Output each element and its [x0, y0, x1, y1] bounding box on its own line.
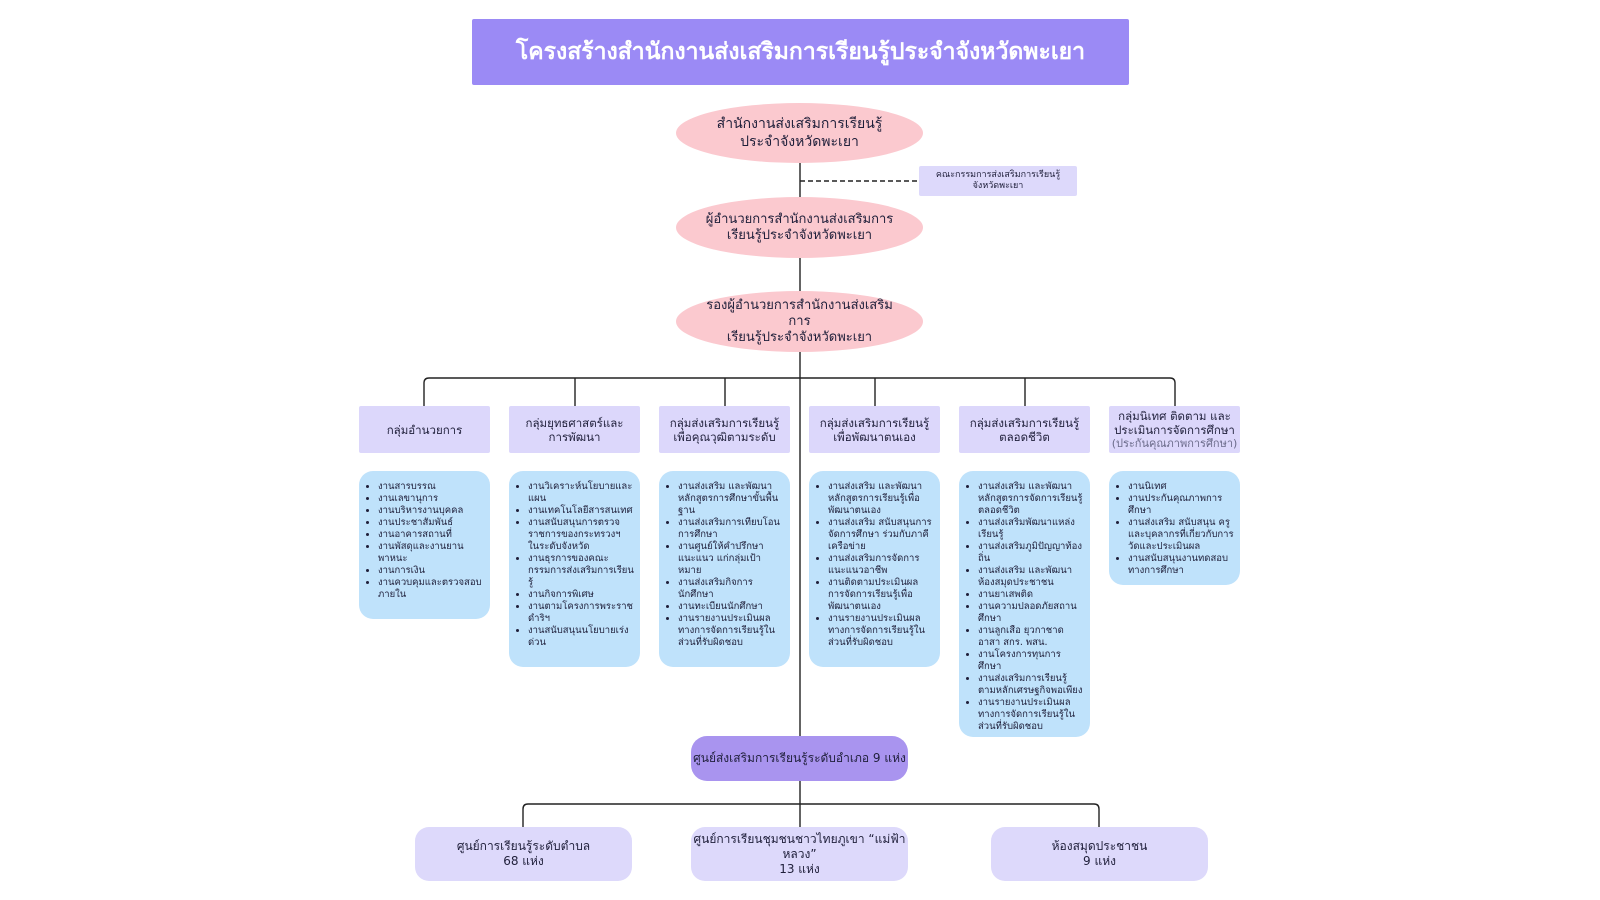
- task-item: งานส่งเสริมการเทียบโอนการศึกษา: [678, 517, 784, 541]
- task-item: งานวิเคราะห์นโยบายและแผน: [528, 481, 634, 505]
- group-header-qualification: กลุ่มส่งเสริมการเรียนรู้ เพื่อคุณวุฒิตาม…: [659, 406, 790, 453]
- task-item: งานสนับสนุนงานทดสอบทางการศึกษา: [1128, 553, 1234, 577]
- task-item: งานส่งเสริมพัฒนาแหล่งเรียนรู้: [978, 517, 1084, 541]
- task-item: งานส่งเสริมการเรียนรู้ตามหลักเศรษฐกิจพอเ…: [978, 673, 1084, 697]
- task-item: งานเทคโนโลยีสารสนเทศ: [528, 505, 634, 517]
- task-item: งานนิเทศ: [1128, 481, 1234, 493]
- task-item: งานทะเบียนนักศึกษา: [678, 601, 784, 613]
- task-item: งานโครงการทุนการศึกษา: [978, 649, 1084, 673]
- node-subdistrict-centers: ศูนย์การเรียนรู้ระดับตำบล 68 แห่ง: [415, 827, 632, 881]
- page-title: โครงสร้างสำนักงานส่งเสริมการเรียนรู้ประจ…: [472, 19, 1129, 85]
- task-item: งานสนับสนุนการตรวจราชการของกระทรวงฯ ในระ…: [528, 517, 634, 553]
- group-subtitle: (ประกันคุณภาพการศึกษา): [1111, 436, 1238, 450]
- task-item: งานติดตามประเมินผล การจัดการเรียนรู้เพื่…: [828, 577, 934, 613]
- task-item: งานความปลอดภัยสถานศึกษา: [978, 601, 1084, 625]
- task-item: งานพัสดุและงานยานพาหนะ: [378, 541, 484, 565]
- task-card-qualification: งานส่งเสริม และพัฒนาหลักสูตรการศึกษาขั้น…: [659, 471, 790, 667]
- node-public-libraries: ห้องสมุดประชาชน 9 แห่ง: [991, 827, 1208, 881]
- group-header-strategy: กลุ่มยุทธศาสตร์และ การพัฒนา: [509, 406, 640, 453]
- task-item: งานลูกเสือ ยุวกาชาด อาสา สกร. พสน.: [978, 625, 1084, 649]
- group-header-lifelong: กลุ่มส่งเสริมการเรียนรู้ ตลอดชีวิต: [959, 406, 1090, 453]
- node-hilltribe-centers: ศูนย์การเรียนชุมชนชาวไทยภูเขา “แม่ฟ้าหลว…: [691, 827, 908, 881]
- task-item: งานส่งเสริม และพัฒนาหลักสูตรการศึกษาขั้น…: [678, 481, 784, 517]
- task-item: งานประชาสัมพันธ์: [378, 517, 484, 529]
- task-item: งานตามโครงการพระราชดำริฯ: [528, 601, 634, 625]
- node-director: ผู้อำนวยการสำนักงานส่งเสริมการ เรียนรู้ป…: [676, 197, 923, 258]
- group-header-self-development: กลุ่มส่งเสริมการเรียนรู้ เพื่อพัฒนาตนเอง: [809, 406, 940, 453]
- group-header-supervision: กลุ่มนิเทศ ติดตาม และ ประเมินการจัดการศึ…: [1109, 406, 1240, 453]
- node-count: 68 แห่ง: [503, 854, 544, 868]
- task-item: งานยาเสพติด: [978, 589, 1084, 601]
- node-label: ศูนย์การเรียนรู้ระดับตำบล: [456, 839, 591, 853]
- group-name: กลุ่มส่งเสริมการเรียนรู้ ตลอดชีวิต: [969, 415, 1080, 444]
- task-item: งานอาคารสถานที่: [378, 529, 484, 541]
- task-item: งานประกันคุณภาพการศึกษา: [1128, 493, 1234, 517]
- task-item: งานการเงิน: [378, 565, 484, 577]
- task-item: งานเลขานุการ: [378, 493, 484, 505]
- node-label: ศูนย์การเรียนชุมชนชาวไทยภูเขา “แม่ฟ้าหลว…: [693, 831, 906, 861]
- task-item: งานส่งเสริมการจัดการแนะแนวอาชีพ: [828, 553, 934, 577]
- task-item: งานรายงานประเมินผลทางการจัดการเรียนรู้ใน…: [978, 697, 1084, 733]
- task-item: งานธุรการของคณะกรรมการส่งเสริมการเรียนรู…: [528, 553, 634, 589]
- task-item: งานกิจการพิเศษ: [528, 589, 634, 601]
- task-card-lifelong: งานส่งเสริม และพัฒนาหลักสูตรการจัดการเรี…: [959, 471, 1090, 737]
- task-item: งานส่งเสริม สนับสนุน ครู และบุคลากรที่เก…: [1128, 517, 1234, 553]
- task-card-administration: งานสารบรรณ งานเลขานุการ งานบริหารงานบุคค…: [359, 471, 490, 619]
- group-name: กลุ่มส่งเสริมการเรียนรู้ เพื่อพัฒนาตนเอง: [819, 415, 930, 444]
- connector-group-bus: [423, 377, 1176, 406]
- node-count: 13 แห่ง: [779, 861, 820, 876]
- task-list: งานส่งเสริม และพัฒนาหลักสูตรการศึกษาขั้น…: [667, 481, 784, 649]
- node-count: 9 แห่ง: [1083, 854, 1116, 868]
- group-name: กลุ่มนิเทศ ติดตาม และ ประเมินการจัดการศึ…: [1114, 408, 1235, 437]
- task-item: งานรายงานประเมินผลทางการจัดการเรียนรู้ใน…: [828, 613, 934, 649]
- task-item: งานบริหารงานบุคคล: [378, 505, 484, 517]
- task-card-supervision: งานนิเทศ งานประกันคุณภาพการศึกษา งานส่งเ…: [1109, 471, 1240, 585]
- group-name: กลุ่มยุทธศาสตร์และ การพัฒนา: [525, 415, 624, 444]
- node-committee: คณะกรรมการส่งเสริมการเรียนรู้ จังหวัดพะเ…: [919, 166, 1077, 196]
- node-label: ห้องสมุดประชาชน: [1051, 839, 1148, 853]
- task-list: งานสารบรรณ งานเลขานุการ งานบริหารงานบุคค…: [367, 481, 484, 601]
- group-name: กลุ่มส่งเสริมการเรียนรู้ เพื่อคุณวุฒิตาม…: [669, 415, 780, 444]
- task-item: งานศูนย์ให้คำปรึกษาแนะแนว แก่กลุ่มเป้าหม…: [678, 541, 784, 577]
- task-item: งานส่งเสริม และพัฒนาหลักสูตรการจัดการเรี…: [978, 481, 1084, 517]
- connector-bottom-bus: [522, 803, 1100, 827]
- task-card-strategy: งานวิเคราะห์นโยบายและแผน งานเทคโนโลยีสาร…: [509, 471, 640, 667]
- task-list: งานวิเคราะห์นโยบายและแผน งานเทคโนโลยีสาร…: [517, 481, 634, 649]
- task-list: งานนิเทศ งานประกันคุณภาพการศึกษา งานส่งเ…: [1117, 481, 1234, 577]
- task-item: งานสนับสนุนนโยบายเร่งด่วน: [528, 625, 634, 649]
- task-item: งานส่งเสริมภูมิปัญญาท้องถิ่น: [978, 541, 1084, 565]
- node-office: สำนักงานส่งเสริมการเรียนรู้ ประจำจังหวัด…: [676, 103, 923, 163]
- task-item: งานสารบรรณ: [378, 481, 484, 493]
- group-header-administration: กลุ่มอำนวยการ: [359, 406, 490, 453]
- task-item: งานส่งเสริม และพัฒนาหลักสูตรการเรียนรู้เ…: [828, 481, 934, 517]
- task-item: งานส่งเสริม และพัฒนาห้องสมุดประชาชน: [978, 565, 1084, 589]
- task-item: งานส่งเสริม สนับสนุนการจัดการศึกษา ร่วมก…: [828, 517, 934, 553]
- task-item: งานควบคุมและตรวจสอบภายใน: [378, 577, 484, 601]
- group-name: กลุ่มอำนวยการ: [386, 422, 463, 437]
- node-deputy: รองผู้อำนวยการสำนักงานส่งเสริมการ เรียนร…: [676, 291, 923, 352]
- task-item: งานส่งเสริมกิจการนักศึกษา: [678, 577, 784, 601]
- task-list: งานส่งเสริม และพัฒนาหลักสูตรการจัดการเรี…: [967, 481, 1084, 733]
- task-item: งานรายงานประเมินผลทางการจัดการเรียนรู้ใน…: [678, 613, 784, 649]
- task-card-self-development: งานส่งเสริม และพัฒนาหลักสูตรการเรียนรู้เ…: [809, 471, 940, 667]
- node-district-center: ศูนย์ส่งเสริมการเรียนรู้ระดับอำเภอ 9 แห่…: [691, 736, 908, 781]
- task-list: งานส่งเสริม และพัฒนาหลักสูตรการเรียนรู้เ…: [817, 481, 934, 649]
